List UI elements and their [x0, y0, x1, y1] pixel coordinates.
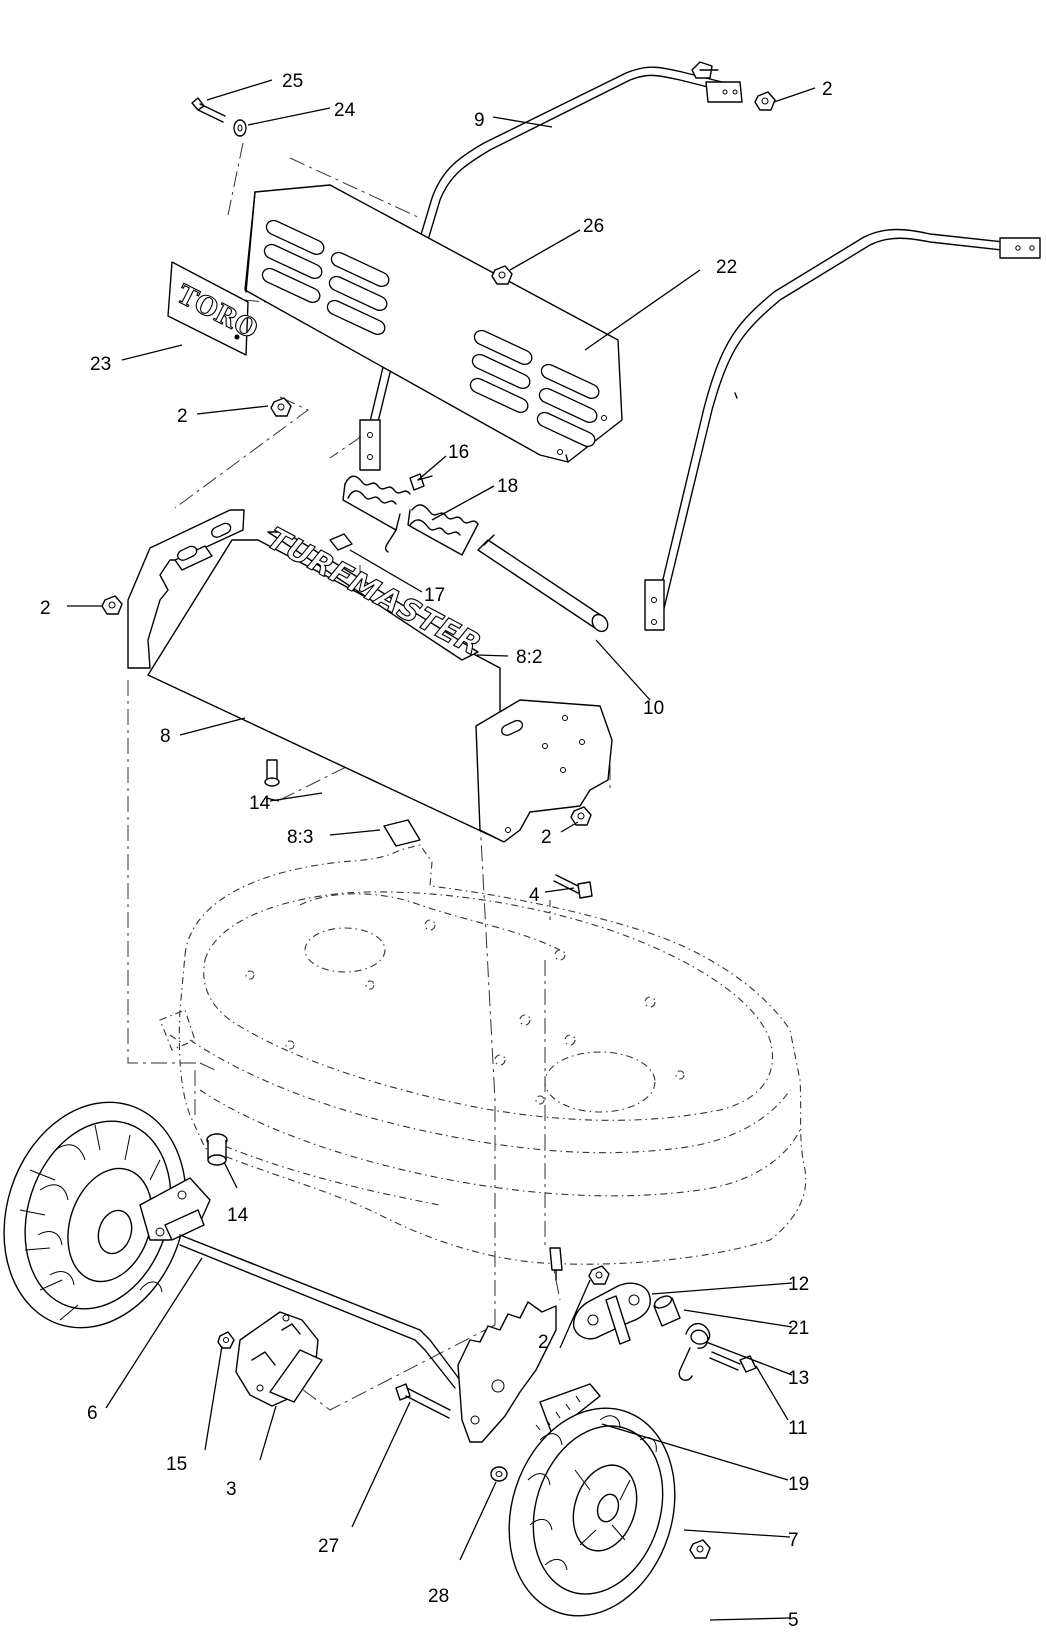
callout-6: 6 [87, 1403, 98, 1424]
callout-2: 2 [538, 1332, 549, 1353]
callout-25: 25 [282, 71, 303, 92]
handle-lower [644, 228, 1041, 631]
callout-labels: 25 24 9 2 26 22 23 2 16 18 2 17 8:2 10 8… [40, 71, 833, 1631]
callout-23: 23 [90, 354, 111, 375]
right-height-quadrant [395, 1301, 711, 1617]
callout-16: 16 [448, 442, 469, 463]
callout-2: 2 [177, 406, 188, 427]
callout-27: 27 [318, 1536, 339, 1557]
callout-22: 22 [716, 257, 737, 278]
callout-9: 9 [474, 110, 485, 131]
callout-5: 5 [788, 1610, 799, 1631]
callout-17: 17 [424, 585, 445, 606]
callout-7: 7 [788, 1530, 799, 1551]
callout-8-2: 8:2 [516, 647, 542, 668]
louvred-shield [244, 184, 623, 463]
callout-14: 14 [227, 1205, 249, 1226]
handle-upper [359, 61, 743, 471]
callout-2: 2 [40, 598, 51, 619]
rear-chute: TURFMASTER [127, 509, 613, 847]
spring-assembly [329, 473, 609, 633]
callout-12: 12 [788, 1274, 809, 1295]
callout-19: 19 [788, 1474, 809, 1495]
callout-21: 21 [788, 1318, 809, 1339]
callout-2: 2 [541, 827, 552, 848]
callout-4: 4 [529, 885, 540, 906]
callout-15: 15 [166, 1454, 187, 1475]
callout-2: 2 [822, 79, 833, 100]
callout-18: 18 [497, 476, 518, 497]
callout-26: 26 [583, 216, 604, 237]
callout-24: 24 [334, 100, 356, 121]
callout-14: 14 [249, 793, 271, 814]
callout-10: 10 [643, 698, 664, 719]
height-adjuster-plate [217, 1311, 323, 1407]
mower-deck-phantom [159, 844, 807, 1265]
callout-8-3: 8:3 [287, 827, 313, 848]
callout-28: 28 [428, 1586, 449, 1607]
height-lever-assembly [549, 1247, 757, 1381]
hardware-middle [101, 595, 593, 1166]
hardware-top [191, 91, 776, 417]
left-wheel-axle [3, 1101, 461, 1389]
callout-11: 11 [788, 1418, 808, 1439]
callout-13: 13 [788, 1368, 809, 1389]
leader-lines [67, 79, 816, 1621]
callout-3: 3 [226, 1479, 237, 1500]
callout-8: 8 [160, 726, 171, 747]
